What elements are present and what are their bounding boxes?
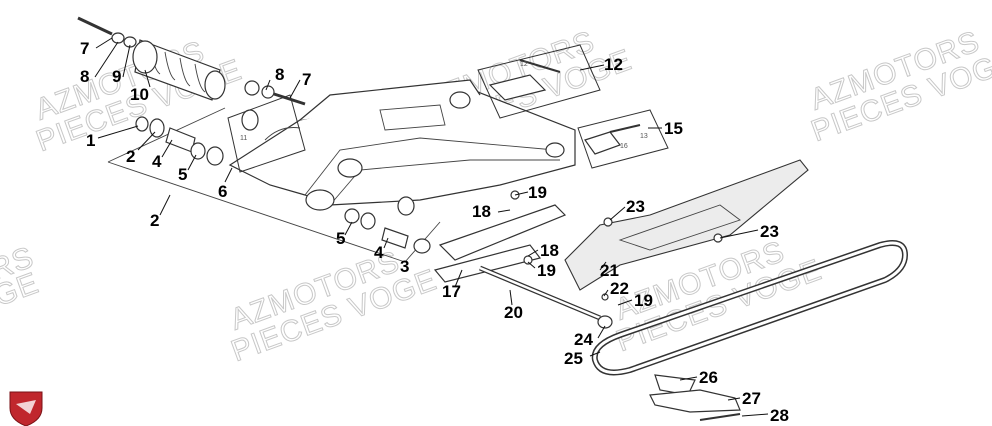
- callout-4: 4: [374, 243, 384, 262]
- callout-2: 2: [126, 147, 135, 166]
- callout-7: 7: [302, 70, 311, 89]
- inset-box-15: 13 16: [577, 109, 669, 169]
- callout-28: 28: [770, 406, 789, 425]
- callout-10: 10: [130, 85, 149, 104]
- chain-clip: [649, 374, 741, 421]
- callout-18: 18: [472, 202, 491, 221]
- callout-26: 26: [699, 368, 718, 387]
- callout-6: 6: [218, 182, 227, 201]
- callout-18: 18: [540, 241, 559, 260]
- inset-label: 13: [640, 133, 648, 140]
- callout-12: 12: [604, 55, 623, 74]
- inset-label: 11: [240, 135, 247, 142]
- callout-25: 25: [564, 349, 583, 368]
- leader-lines: [94, 37, 769, 417]
- callout-5: 5: [336, 229, 345, 248]
- shield-logo-icon: [9, 391, 43, 426]
- callout-19: 19: [528, 183, 547, 202]
- callout-1: 1: [86, 131, 95, 150]
- callout-20: 20: [504, 303, 523, 322]
- callout-19: 19: [537, 261, 556, 280]
- callout-23: 23: [626, 197, 645, 216]
- callout-17: 17: [442, 282, 461, 301]
- inset-label: 16: [620, 143, 628, 150]
- shock-absorber: [77, 16, 306, 106]
- callout-3: 3: [400, 257, 409, 276]
- left-bushings: [135, 109, 259, 166]
- axle: [479, 265, 613, 329]
- inset-box-11: 11: [227, 94, 306, 173]
- callout-2: 2: [150, 211, 159, 230]
- callout-15: 15: [664, 119, 683, 138]
- callout-24: 24: [574, 330, 593, 349]
- inset-box-12: 12: [477, 44, 601, 119]
- callout-4: 4: [152, 152, 162, 171]
- callout-21: 21: [600, 261, 619, 280]
- callout-5: 5: [178, 165, 187, 184]
- swingarm: [228, 79, 576, 211]
- callout-22: 22: [610, 279, 629, 298]
- callout-27: 27: [742, 389, 761, 408]
- callout-8: 8: [275, 65, 284, 84]
- drive-chain: [591, 240, 909, 376]
- chain-guard: [564, 159, 809, 301]
- callout-7: 7: [80, 39, 89, 58]
- callouts: 7 8 9 10 1 2 4 5 6 2 8 7 5 4 3 12 15 19 …: [80, 39, 789, 425]
- callout-23: 23: [760, 222, 779, 241]
- right-bushings: [344, 196, 431, 254]
- callout-9: 9: [112, 67, 121, 86]
- callout-19: 19: [634, 291, 653, 310]
- inset-label: 12: [520, 61, 528, 68]
- callout-8: 8: [80, 67, 89, 86]
